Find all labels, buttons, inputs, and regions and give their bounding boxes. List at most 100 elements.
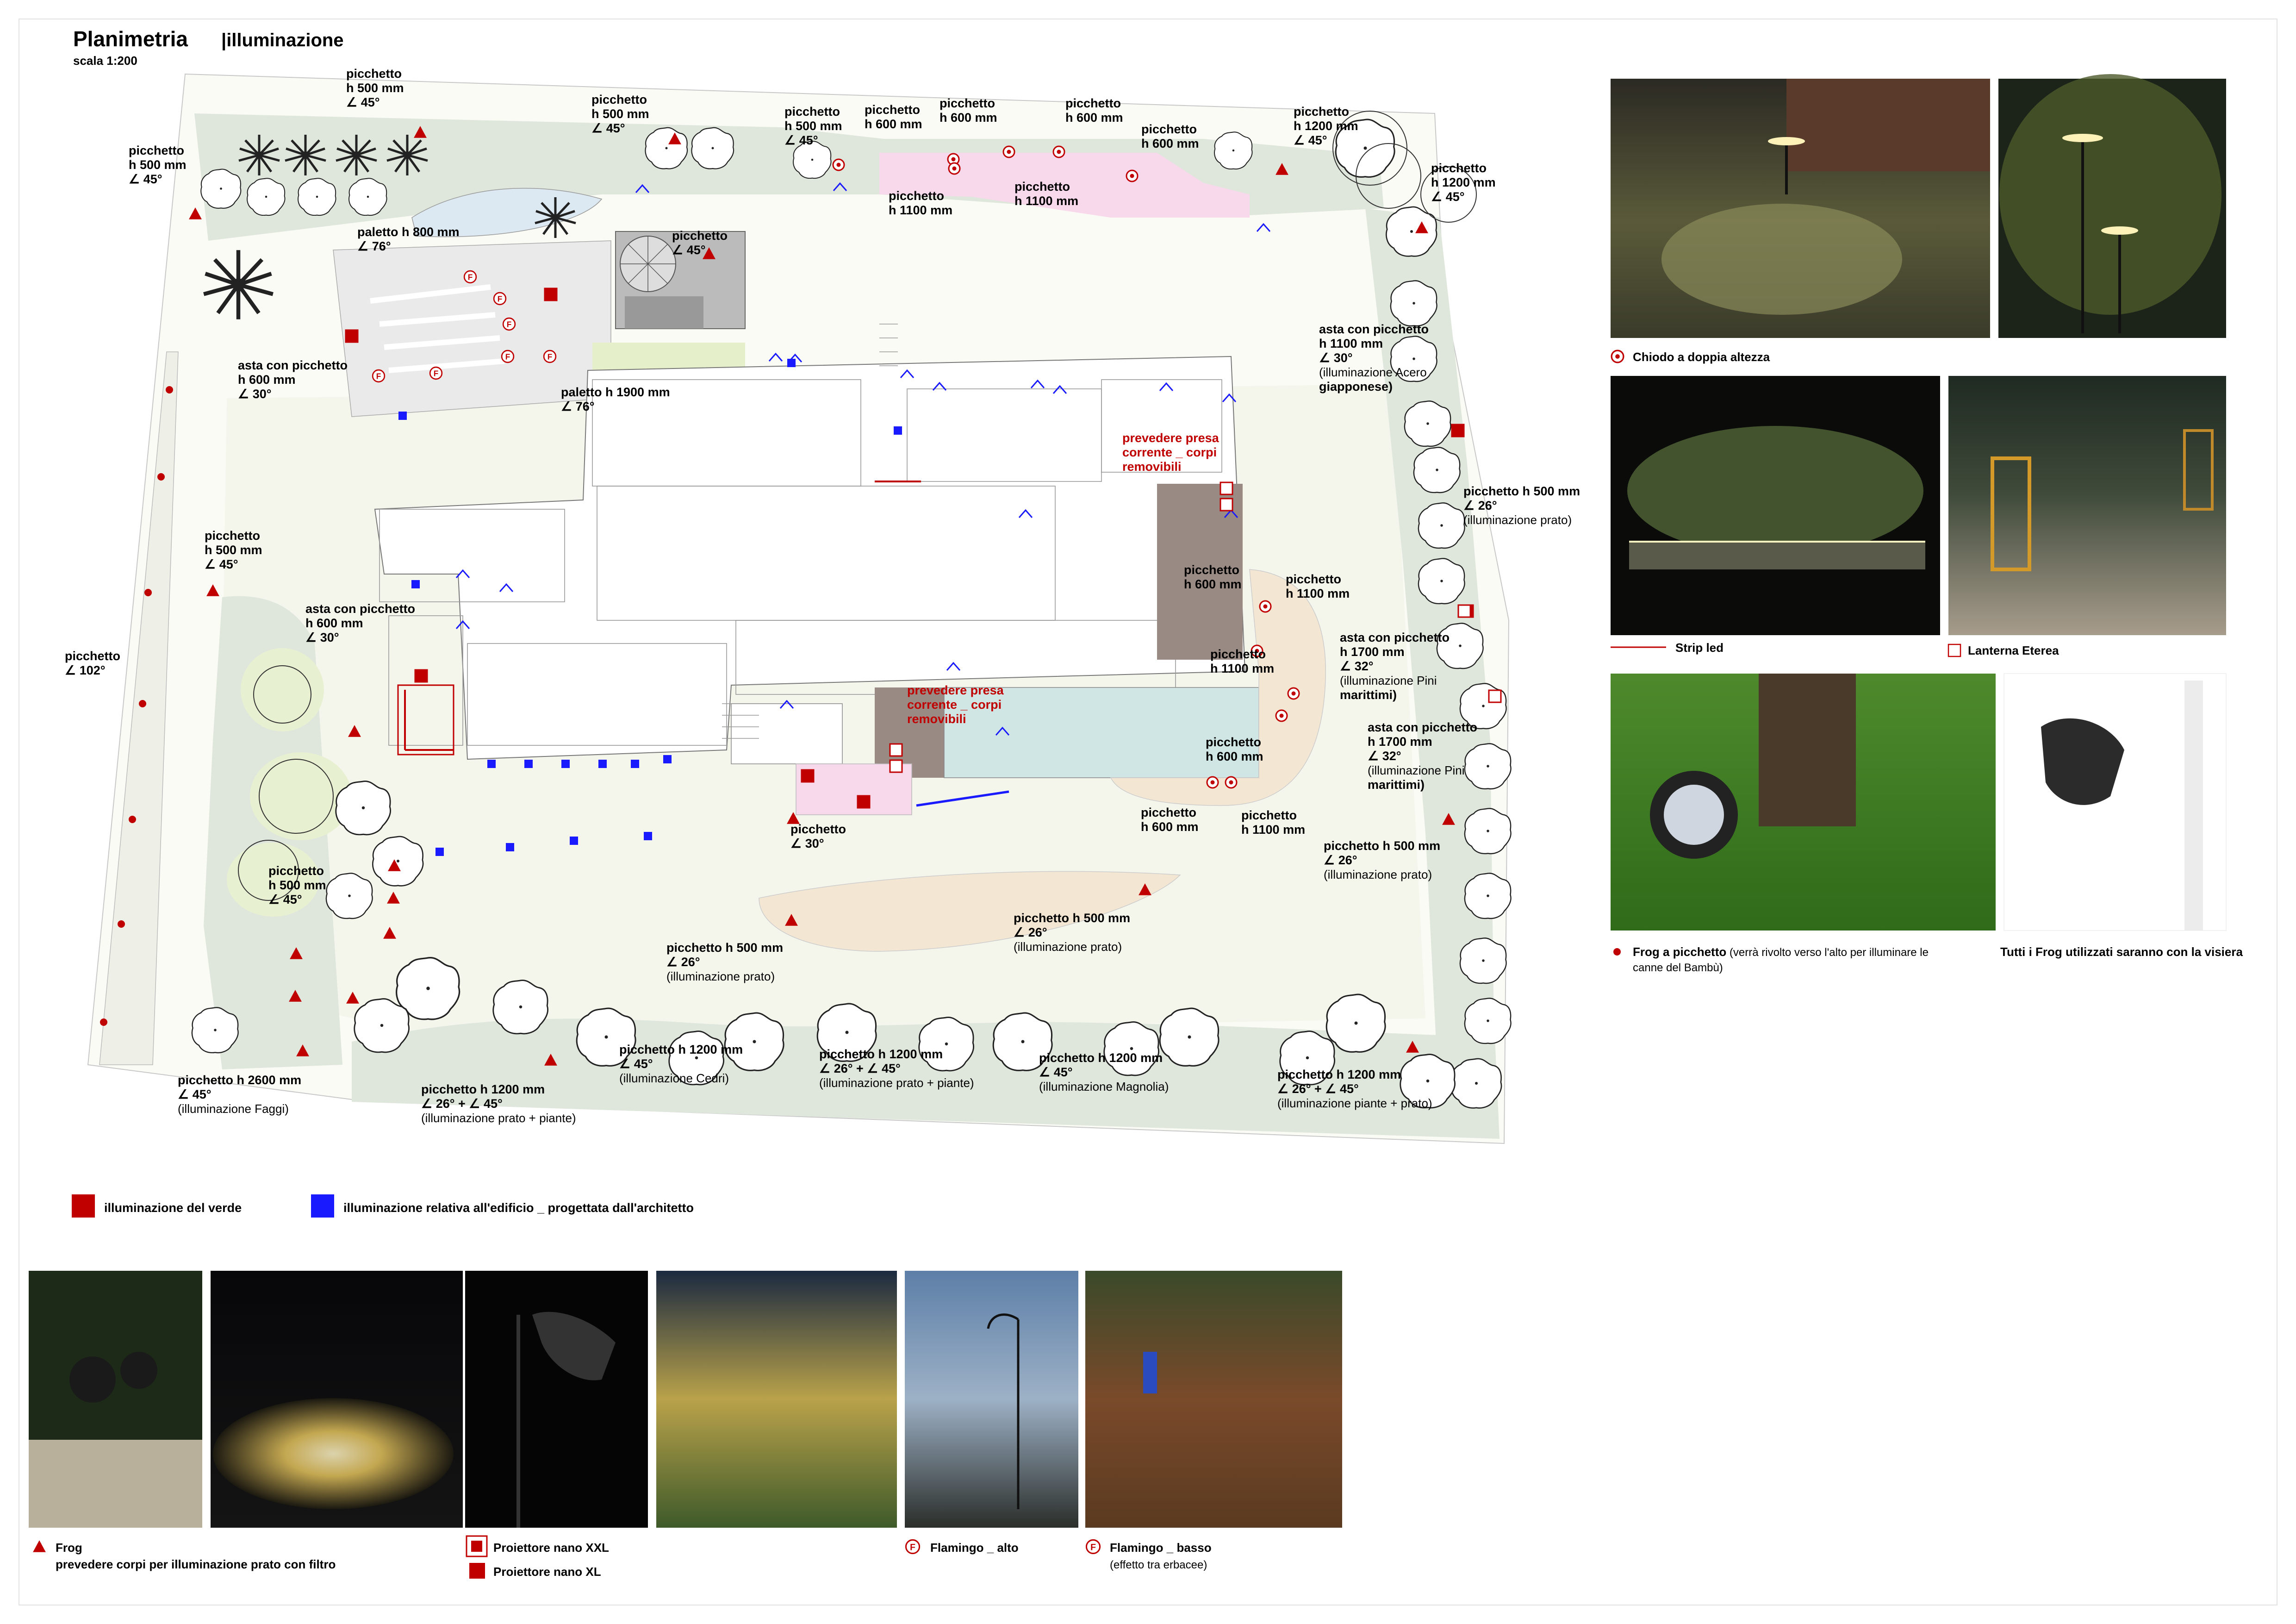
plan-label-line: h 1700 mm <box>1340 645 1405 659</box>
plan-label-line: picchetto <box>268 864 324 878</box>
caption-flamingo-alto: Flamingo _ alto <box>930 1541 1019 1555</box>
plan-label-line: asta con picchetto <box>1319 322 1429 336</box>
architect-mark <box>1222 393 1237 402</box>
red-target-icon <box>1206 776 1219 789</box>
plan-label-line: h 1200 mm <box>1431 175 1496 189</box>
plan-label-line: h 1100 mm <box>1014 194 1078 208</box>
architect-fixture <box>506 843 514 851</box>
plan-label-line: picchetto h 500 mm <box>1463 484 1580 498</box>
red-square-outline-icon <box>466 1535 488 1557</box>
red-dot-icon <box>157 473 165 481</box>
plan-label-line: ∠ 45° <box>619 1057 653 1071</box>
svg-text:prevedere presa: prevedere presa <box>907 683 1004 697</box>
plan-label-line: h 1100 mm <box>889 203 952 217</box>
legend-verde-swatch <box>72 1194 95 1218</box>
plan-label-line: ∠ 26° + ∠ 45° <box>1277 1082 1359 1096</box>
note-presa-2: prevedere presa corrente _ corpi removib… <box>907 683 1004 726</box>
photo-frog-visiera <box>2004 673 2227 931</box>
svg-text:corrente _ corpi: corrente _ corpi <box>907 698 1002 712</box>
plan-label-line: marittimi) <box>1340 688 1397 702</box>
plan-label-line: ∠ 45° <box>591 121 625 135</box>
plan-label-line: picchetto <box>65 649 120 663</box>
flamingo-f-icon <box>1085 1539 1101 1555</box>
page-title: Planimetria <box>73 27 188 51</box>
red-square-icon <box>414 669 428 683</box>
note-presa-1: prevedere presa corrente _ corpi removib… <box>1122 431 1220 474</box>
plan-label-line: picchetto <box>1141 806 1196 819</box>
architect-mark <box>1018 509 1033 518</box>
red-dot-icon <box>139 700 146 707</box>
red-target-icon <box>1275 709 1288 722</box>
architect-fixture <box>598 760 607 768</box>
plan-label: picchetto h 500 mm∠ 26°(illuminazione pr… <box>1463 484 1580 527</box>
plan-label-line: ∠ 45° <box>672 243 706 257</box>
caption-strip-led: Strip led <box>1675 641 1724 655</box>
red-target-icon <box>832 158 845 171</box>
red-dot-icon <box>144 589 152 596</box>
architect-mark <box>833 182 847 191</box>
plan-label-line: picchetto <box>1184 563 1239 577</box>
architect-fixture <box>631 760 639 768</box>
flamingo-f-icon <box>543 350 557 363</box>
architect-fixture <box>436 848 444 856</box>
plan-label-line: paletto h 800 mm <box>357 225 460 239</box>
legend-edificio-label: illuminazione relativa all'edificio _ pr… <box>343 1201 694 1215</box>
plan-label-line: h 500 mm <box>784 119 842 133</box>
flamingo-f-icon <box>493 292 507 306</box>
plan-label-line: ∠ 30° <box>1319 351 1353 365</box>
plan-label-line: picchetto h 1200 mm <box>619 1043 743 1056</box>
red-square-outline-icon <box>1220 498 1233 512</box>
plan-label-line: (illuminazione Faggi) <box>178 1102 289 1116</box>
red-target-icon <box>1225 776 1238 789</box>
architect-mark <box>455 569 470 578</box>
plan-label-line: h 600 mm <box>1141 820 1199 834</box>
plan-label: picchetto∠ 102° <box>65 649 120 677</box>
plan-label-line: picchetto <box>1241 808 1297 822</box>
plan-label-line: picchetto <box>672 229 728 243</box>
plan-label-line: picchetto h 1200 mm <box>1039 1051 1163 1065</box>
plan-label-line: (illuminazione Magnolia) <box>1039 1080 1169 1093</box>
caption-flamingo-basso-note: (effetto tra erbacee) <box>1110 1559 1207 1571</box>
red-square-icon <box>544 287 558 301</box>
plan-label-line: ∠ 45° <box>129 172 162 186</box>
flamingo-f-icon <box>501 350 515 363</box>
flamingo-f-icon <box>905 1539 921 1555</box>
photo-frog-prato <box>211 1271 463 1528</box>
plan-label-line: picchetto <box>889 189 944 203</box>
red-triangle-icon <box>33 1540 46 1552</box>
flamingo-f-icon <box>502 317 516 331</box>
plan-label-line: ∠ 26° <box>1014 925 1047 939</box>
plan-label-line: picchetto h 500 mm <box>1014 911 1130 925</box>
plan-label-line: asta con picchetto <box>238 358 348 372</box>
red-dot-icon <box>100 1018 107 1026</box>
photo-chiodo-1 <box>1611 79 1990 338</box>
plan-label-line: asta con picchetto <box>1368 720 1477 734</box>
red-square-icon <box>857 795 871 809</box>
plan-label-line: picchetto h 1200 mm <box>819 1047 943 1061</box>
architect-mark <box>946 662 961 671</box>
plan-label-line: (illuminazione Pini <box>1340 674 1437 687</box>
photo-flamingo-alto <box>905 1271 1078 1528</box>
svg-text:prevedere presa: prevedere presa <box>1122 431 1220 445</box>
architect-mark <box>768 352 783 362</box>
red-square-icon <box>345 329 359 343</box>
plan-label-line: marittimi) <box>1368 778 1425 792</box>
plan-label-line: ∠ 45° <box>205 557 238 571</box>
plan-label-line: asta con picchetto <box>1340 631 1450 644</box>
architect-fixture <box>570 837 578 845</box>
plan-label-line: (illuminazione prato) <box>1463 513 1572 527</box>
plan-label-line: h 500 mm <box>129 158 187 172</box>
plan-label-line: picchetto <box>1206 735 1261 749</box>
